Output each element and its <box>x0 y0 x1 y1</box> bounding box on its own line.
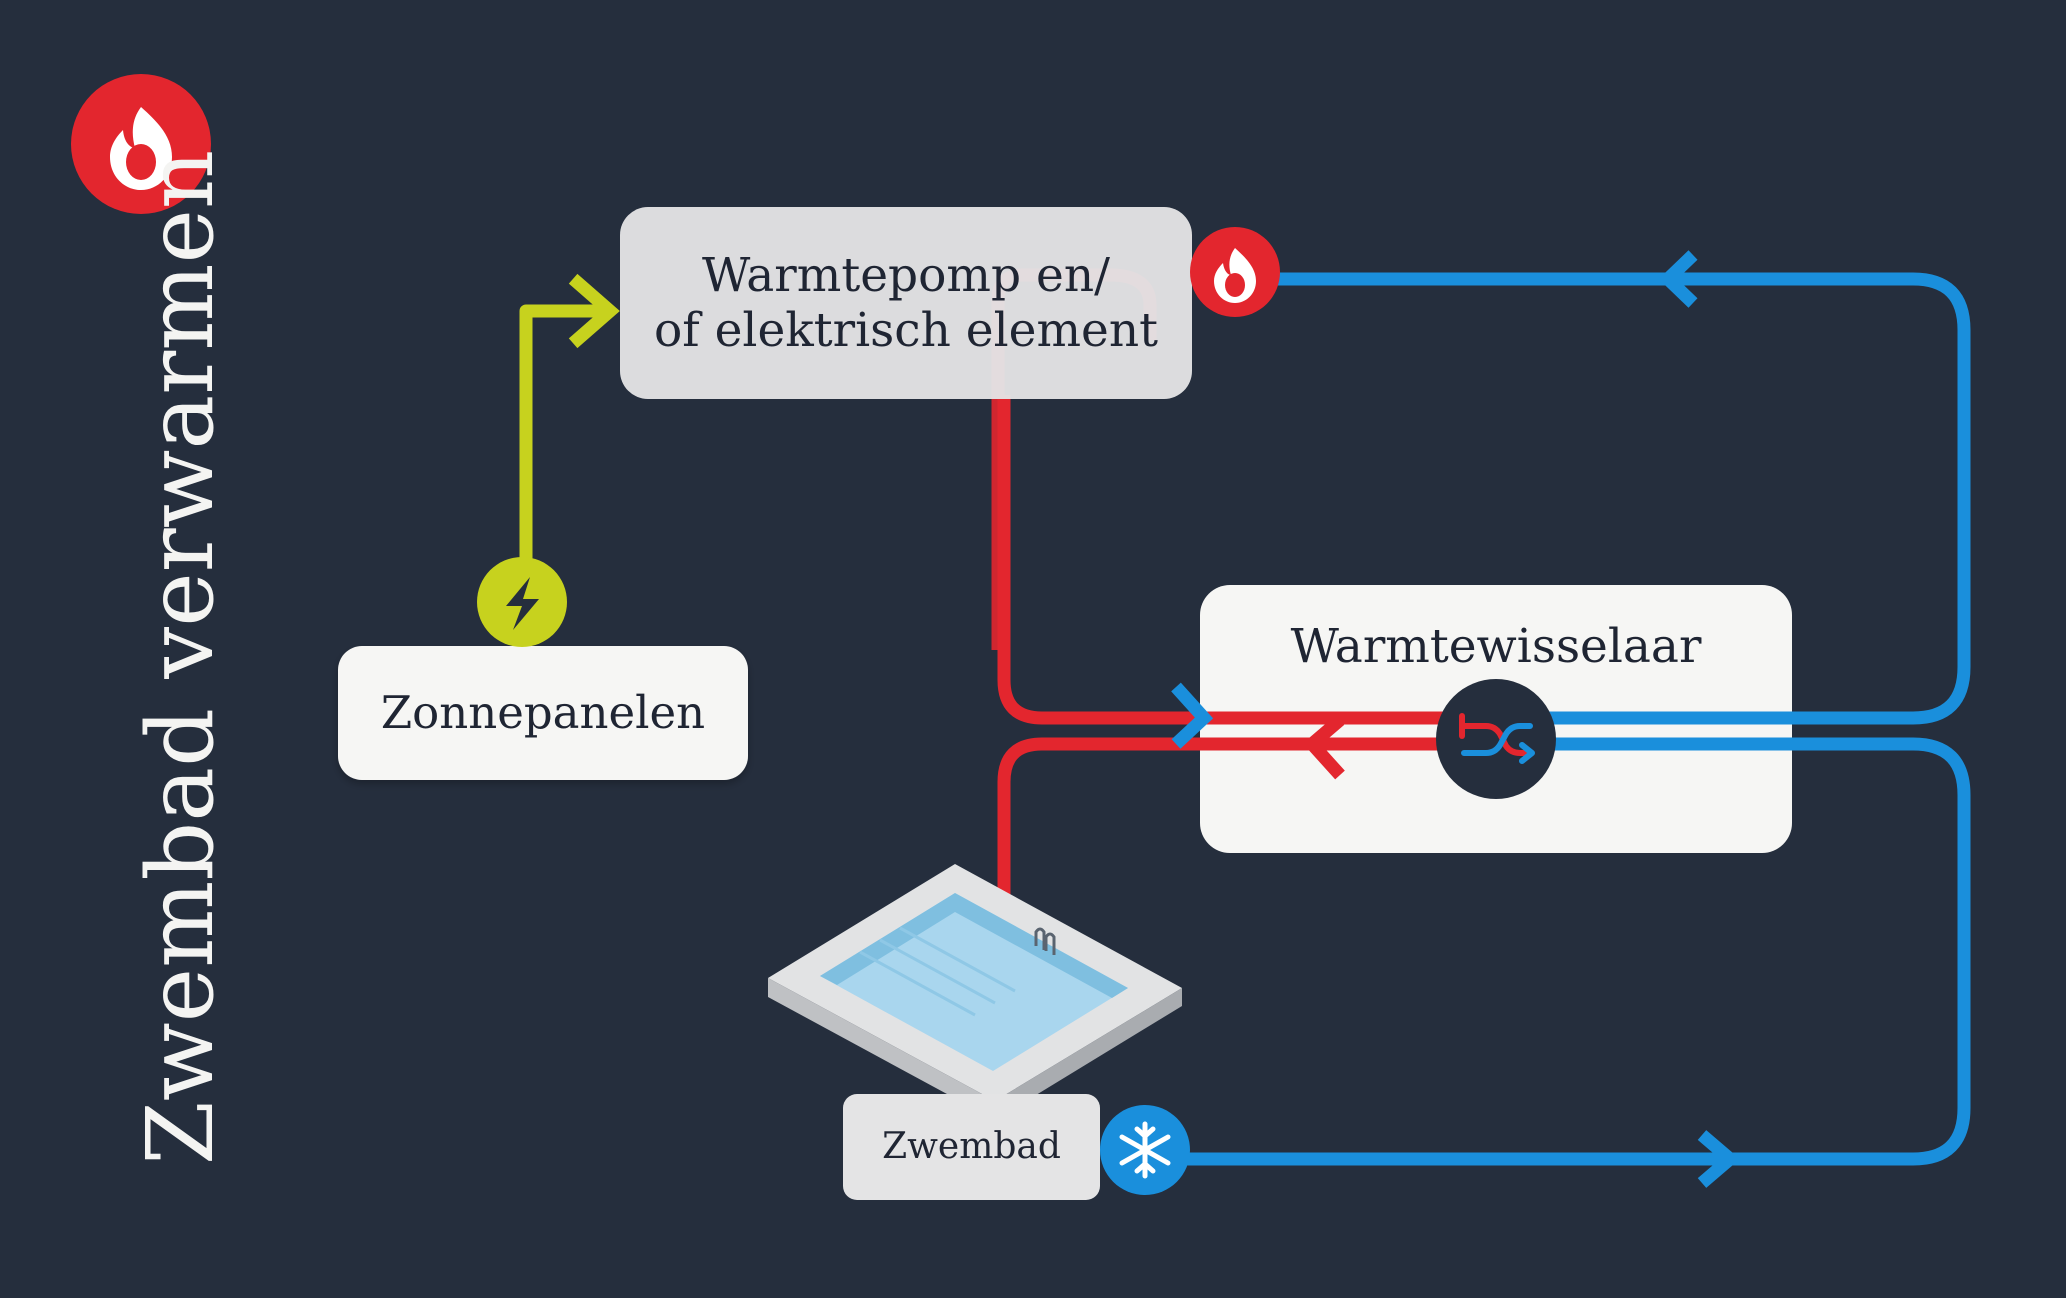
cold-pipe-top <box>1268 272 1971 725</box>
title-flame-badge <box>71 74 211 214</box>
heatpump-label-line2: of elektrisch element <box>653 303 1158 358</box>
exchanger-node: Warmtewisselaar <box>1200 610 1792 684</box>
lightning-bolt-icon <box>506 577 539 630</box>
heatpump-node: Warmtepomp en/ of elektrisch element <box>620 207 1192 399</box>
heatpump-label-line1: Warmtepomp en/ <box>702 247 1110 303</box>
solar-power-badge <box>477 557 567 647</box>
pool-water-edge <box>820 893 1128 998</box>
heatpump-box-shape <box>620 207 1192 399</box>
exchange-arrows-icon <box>1459 713 1535 764</box>
hot-arrow-out-exchanger <box>1302 715 1345 780</box>
pool-node: Zwembad <box>843 1094 1100 1200</box>
exchanger-label: Warmtewisselaar <box>1290 619 1702 675</box>
hot-indicator-badge <box>1190 227 1280 317</box>
cold-arrow-bottom <box>1697 1130 1740 1188</box>
pool-label: Zwembad <box>882 1125 1061 1167</box>
pool-ladder-icon <box>1034 927 1056 955</box>
hot-arrow-into-exchanger <box>1171 682 1214 749</box>
pool-steps <box>859 926 1016 1017</box>
heat-exchange-badge <box>1436 679 1556 799</box>
hot-pipe-supply <box>997 395 1440 725</box>
pool-deck-left-side <box>768 978 995 1120</box>
solar-node: Zonnepanelen <box>338 646 748 780</box>
snowflake-icon <box>1119 1121 1171 1179</box>
cold-indicator-badge <box>1100 1105 1190 1195</box>
pool-illustration <box>768 864 1182 1120</box>
solar-box-shape <box>338 646 748 780</box>
page-title: Zwembad verwarmen <box>127 149 234 1165</box>
hot-pipe-return <box>997 737 1440 895</box>
flame-inner <box>126 144 156 180</box>
solar-line <box>519 304 602 605</box>
pool-deck-right-side <box>995 988 1182 1120</box>
solar-power-line <box>519 273 620 605</box>
solar-label: Zonnepanelen <box>380 686 706 740</box>
cold-arrow-top <box>1658 250 1698 308</box>
cold-pipe-bottom <box>1150 737 1971 1166</box>
pool-box-shape <box>843 1094 1100 1200</box>
solar-arrowhead <box>568 273 620 349</box>
